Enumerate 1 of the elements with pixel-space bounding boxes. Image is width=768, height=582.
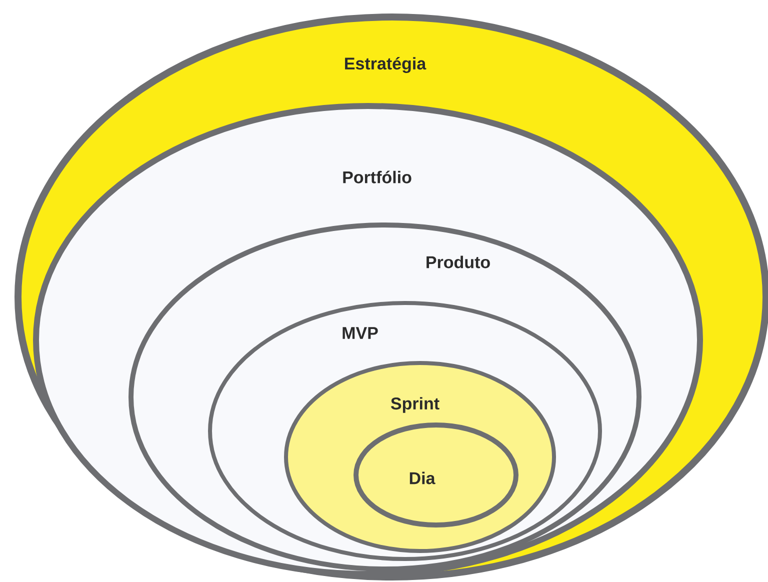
ring-area: Dia (354, 422, 518, 528)
